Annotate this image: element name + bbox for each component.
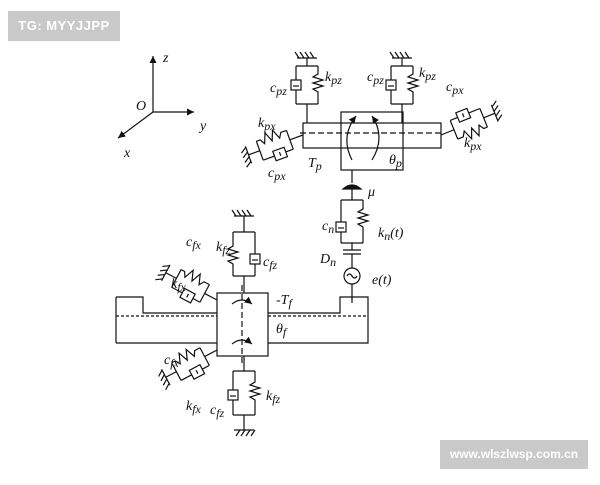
label-c-fx-upper: cfx: [186, 235, 202, 252]
label-c-px-left: cpx: [268, 166, 286, 183]
label-theta-p: θp: [389, 153, 402, 170]
label-k-px-right: kpx: [464, 136, 482, 153]
watermark-top-left: TG: MYYJJPP: [8, 11, 120, 41]
upper-right-lateral-suspension: [440, 100, 503, 141]
label-k-pz-right: kpz: [419, 66, 436, 83]
label-k-n: kn(t): [378, 226, 404, 243]
gear-wheel-assembly: [115, 285, 369, 365]
label-k-fz-upper: kfz: [216, 240, 231, 257]
lower-lower-lateral-suspension: [158, 347, 218, 391]
label-e-t: e(t): [372, 273, 392, 288]
upper-right-vertical-suspension: [385, 51, 421, 123]
label-k-px-left: kpx: [258, 116, 276, 133]
label-c-fz-lower: cfz: [210, 403, 225, 420]
lower-bottom-vertical-suspension: [227, 356, 263, 437]
lower-top-vertical-suspension: [225, 209, 261, 293]
label-t-f: -Tf: [276, 293, 293, 310]
label-d-n: Dn: [319, 252, 336, 269]
label-c-pz-left: cpz: [270, 81, 287, 98]
label-c-fx-lower: cfx: [164, 353, 180, 370]
coordinate-axes: [117, 56, 194, 139]
label-k-fx-upper: kfx: [171, 277, 187, 294]
pinion-gear-block: [300, 111, 444, 171]
upper-left-lateral-suspension: [241, 128, 304, 168]
label-c-fz-upper: cfz: [263, 255, 278, 272]
label-t-p: Tp: [308, 156, 322, 173]
mesh-coupling-chain: [335, 170, 371, 303]
label-mu: μ: [367, 185, 375, 200]
upper-left-vertical-suspension: [290, 51, 326, 123]
label-k-pz-left: kpz: [325, 70, 342, 87]
lower-upper-lateral-suspension: [155, 264, 218, 304]
z-axis-label: z: [162, 51, 169, 66]
label-c-px-right: cpx: [446, 80, 464, 97]
label-c-pz-right: cpz: [367, 70, 384, 87]
origin-label: O: [136, 99, 146, 114]
axis-labels: O z y x: [123, 51, 207, 161]
x-axis-label: x: [123, 146, 131, 161]
y-axis-label: y: [198, 119, 207, 134]
symbol-labels: cpz kpz cpz kpz kpx cpx cpx kpx Tp θp μ …: [164, 66, 482, 420]
label-c-n: cn: [322, 219, 334, 236]
watermark-bottom-right: www.wlszlwsp.com.cn: [440, 440, 588, 469]
label-k-fx-lower: kfx: [186, 399, 202, 416]
label-k-fz-lower: kfz: [266, 389, 281, 406]
label-theta-f: θf: [276, 322, 288, 339]
